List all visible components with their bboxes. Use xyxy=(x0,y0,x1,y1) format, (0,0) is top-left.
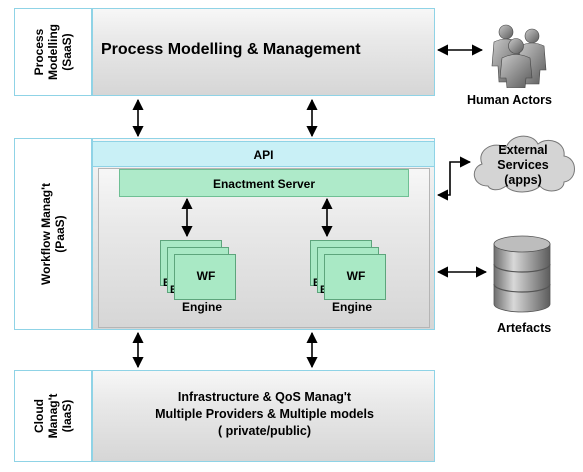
workflow-side-line2: (PaaS) xyxy=(53,215,67,253)
services-line2: Services xyxy=(497,158,549,172)
engine-label: Engine xyxy=(182,300,223,314)
cloud-side-label: Cloud Manag't (IaaS) xyxy=(14,370,92,462)
human-actors-label: Human Actors xyxy=(467,93,552,107)
process-panel: Process Modelling & Management xyxy=(92,8,435,96)
cloud-line1: Infrastructure & QoS Manag't xyxy=(177,390,352,404)
engine-peek-text: E xyxy=(320,284,327,296)
process-side-label: Process Modelling (SaaS) xyxy=(14,8,92,96)
process-side-line1: Process xyxy=(32,28,46,76)
engine-sheet-front: WF xyxy=(324,254,386,300)
database-icon xyxy=(493,235,551,313)
engine-peek-text: E xyxy=(163,277,170,289)
process-side-line3: (SaaS) xyxy=(60,33,74,71)
cloud-text: Infrastructure & QoS Manag't Multiple Pr… xyxy=(93,389,436,440)
services-line1: External xyxy=(498,143,548,157)
artefacts-label: Artefacts xyxy=(497,321,552,335)
services-line3: (apps) xyxy=(504,173,542,187)
api-bar: API xyxy=(92,141,435,167)
enactment-server-label: Enactment Server xyxy=(212,177,316,191)
workflow-side-line1: Workflow Manag't xyxy=(39,183,53,285)
process-side-line2: Modelling xyxy=(46,24,60,80)
human-actors-icon xyxy=(491,24,547,88)
cloud-panel: Infrastructure & QoS Manag't Multiple Pr… xyxy=(92,370,435,462)
workflow-side-label: Workflow Manag't (PaaS) xyxy=(14,138,92,330)
engine-label: Engine xyxy=(332,300,373,314)
cloud-line3: ( private/public) xyxy=(217,424,312,438)
api-label: API xyxy=(253,148,274,162)
cloud-side-line3: (IaaS) xyxy=(60,399,74,433)
external-services-label: External Services (apps) xyxy=(466,143,580,188)
cloud-line2: Multiple Providers & Multiple models xyxy=(155,407,374,421)
wf-engine-stack-2: E E WF Engine xyxy=(310,240,390,316)
wf-label: WF xyxy=(196,269,216,283)
process-title: Process Modelling & Management xyxy=(101,41,361,58)
engine-sheet-front: WF xyxy=(174,254,236,300)
wf-label: WF xyxy=(346,269,366,283)
cloud-side-line1: Cloud xyxy=(32,399,46,434)
cloud-icon xyxy=(473,135,575,193)
engine-peek-text: E xyxy=(170,284,177,296)
cloud-side-line2: Manag't xyxy=(46,393,60,439)
engine-peek-text: E xyxy=(313,277,320,289)
wf-engine-stack-1: E E WF Engine xyxy=(160,240,240,316)
enactment-server-box: Enactment Server xyxy=(119,169,409,197)
